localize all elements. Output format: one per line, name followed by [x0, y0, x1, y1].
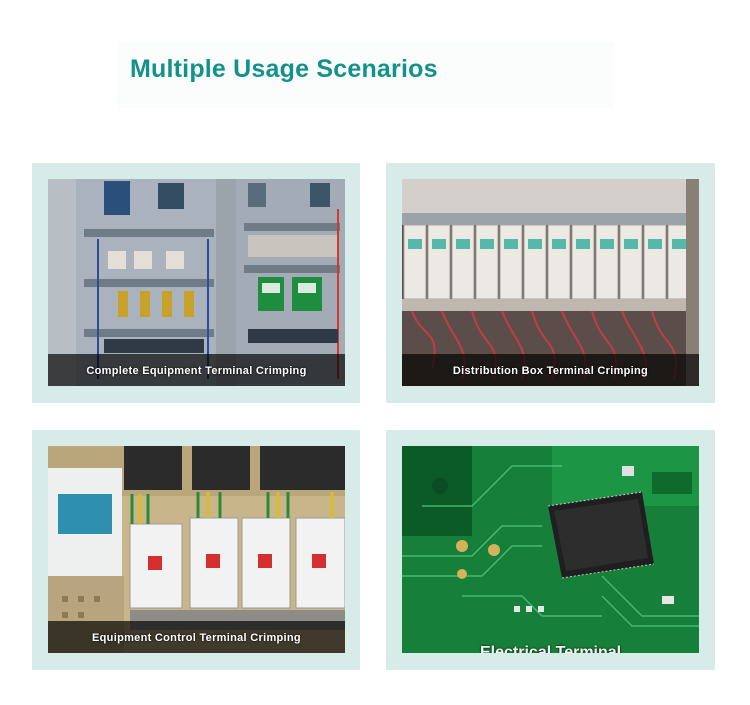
title-banner: [118, 42, 614, 108]
circuit-board-photo: Electrical Terminal Connection: [402, 446, 699, 653]
caption-bar: [48, 621, 345, 653]
distribution-box-photo: Distribution Box Terminal Crimping: [402, 179, 699, 386]
page-title: Multiple Usage Scenarios: [130, 55, 438, 83]
scenario-card-distribution-box: Distribution Box Terminal Crimping: [386, 163, 715, 403]
scenario-card-complete-equipment: Complete Equipment Terminal Crimping: [32, 163, 360, 403]
scenario-caption: Equipment Control Terminal Crimping: [92, 632, 301, 644]
control-cabinet-photo: Complete Equipment Terminal Crimping: [48, 179, 345, 386]
equipment-control-photo: Equipment Control Terminal Crimping: [48, 446, 345, 653]
scenario-caption: Complete Equipment Terminal Crimping: [86, 365, 307, 377]
caption-bar: [48, 354, 345, 386]
scenario-card-electrical-terminal: Electrical Terminal Connection: [386, 430, 715, 670]
caption-bar: [402, 354, 699, 386]
scenario-card-equipment-control: Equipment Control Terminal Crimping: [32, 430, 360, 670]
scenario-caption: Electrical Terminal Connection: [480, 644, 622, 654]
scenario-caption: Distribution Box Terminal Crimping: [452, 365, 649, 377]
